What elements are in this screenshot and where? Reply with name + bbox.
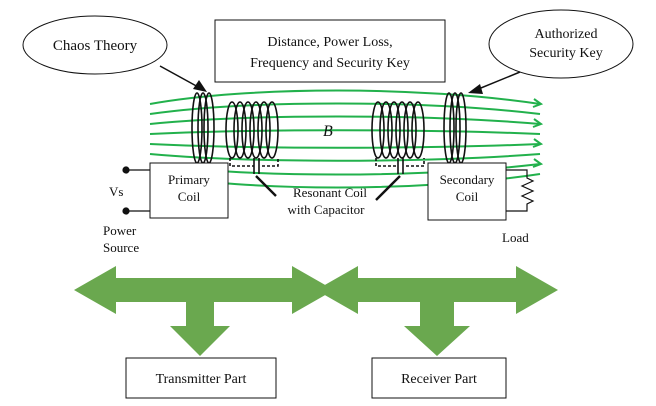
resonant-label-line1: Resonant Coil (293, 185, 367, 200)
chaos-theory-label: Chaos Theory (53, 38, 138, 54)
secondary-coil-box: Secondary Coil (427, 162, 507, 221)
transmitter-arrow (74, 266, 334, 356)
secondary-coil-line1: Secondary (440, 172, 495, 187)
chaos-arrow-line (159, 65, 201, 89)
primary-coil-line2: Coil (178, 189, 201, 204)
resonant-label-line2: with Capacitor (288, 202, 366, 217)
power-source-terminals (122, 166, 150, 215)
authorized-key-bubble: Authorized Security Key (488, 9, 634, 79)
top-box-line1: Distance, Power Loss, (267, 35, 392, 50)
transmitter-part-box: Transmitter Part (125, 357, 277, 399)
auth-key-line1: Authorized (535, 27, 598, 42)
auth-arrow-line (475, 71, 521, 91)
receiver-part-label: Receiver Part (401, 372, 477, 387)
resonant-pointer-lines (255, 175, 401, 201)
chaos-theory-bubble: Chaos Theory (22, 15, 168, 75)
resonant-coil-right (371, 101, 425, 174)
resonant-coil-left (225, 101, 279, 174)
secondary-coil-line2: Coil (456, 189, 479, 204)
primary-coil-box: Primary Coil (149, 162, 229, 219)
vs-label: Vs (109, 184, 123, 199)
power-source-line2: Source (103, 240, 139, 255)
primary-coil-line1: Primary (168, 172, 210, 187)
field-symbol: B (323, 123, 333, 140)
receiver-arrow (316, 266, 558, 356)
receiver-part-box: Receiver Part (371, 357, 507, 399)
top-box-line2: Frequency and Security Key (250, 56, 410, 71)
load-resistor (506, 169, 535, 212)
auth-key-line2: Security Key (529, 46, 602, 61)
auth-arrow-head (468, 84, 483, 94)
transmitter-part-label: Transmitter Part (156, 372, 247, 387)
load-label: Load (502, 230, 529, 245)
top-parameters-box: Distance, Power Loss, Frequency and Secu… (214, 19, 446, 83)
power-source-line1: Power (103, 223, 137, 238)
chaos-arrow-head (193, 80, 207, 92)
